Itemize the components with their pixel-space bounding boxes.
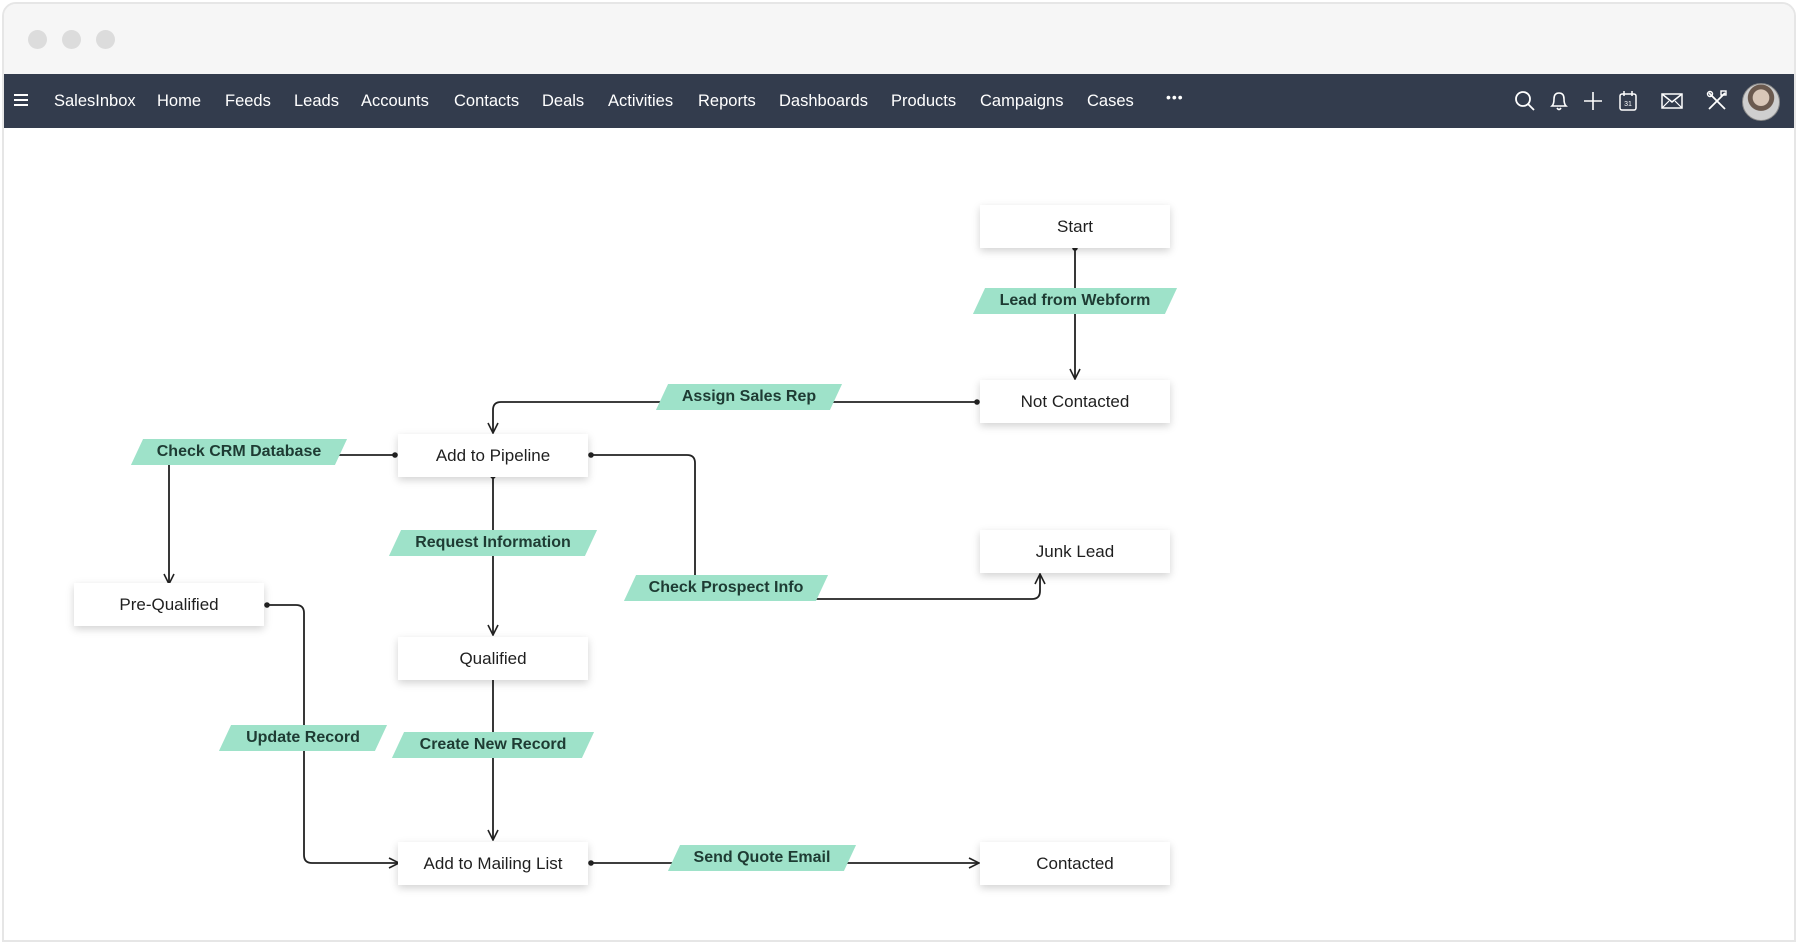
calendar-icon[interactable]: 31 <box>1615 88 1641 114</box>
nav-item-activities[interactable]: Activities <box>608 92 674 110</box>
state-add-to-pipeline[interactable]: Add to Pipeline <box>398 434 588 477</box>
transition-label: Assign Sales Rep <box>681 388 817 405</box>
nav-item-feeds[interactable]: Feeds <box>225 92 271 110</box>
top-navbar: SalesInbox Home Feeds Leads Accounts Con… <box>4 74 1794 128</box>
state-not-contacted[interactable]: Not Contacted <box>980 380 1170 423</box>
more-menu-button[interactable]: ••• <box>1166 89 1184 105</box>
state-qualified[interactable]: Qualified <box>398 637 588 680</box>
connector-lines <box>4 128 1794 942</box>
nav-item-campaigns[interactable]: Campaigns <box>980 92 1064 110</box>
nav-item-contacts[interactable]: Contacts <box>454 92 520 110</box>
transition-send-quote-email[interactable]: Send Quote Email <box>667 845 857 871</box>
mail-icon[interactable] <box>1659 88 1685 114</box>
state-junk-lead[interactable]: Junk Lead <box>980 530 1170 573</box>
transition-request-information[interactable]: Request Information <box>388 530 598 556</box>
nav-item-dashboards[interactable]: Dashboards <box>779 92 868 110</box>
calendar-day: 31 <box>1624 101 1632 108</box>
transition-check-prospect-info[interactable]: Check Prospect Info <box>623 575 829 601</box>
state-start[interactable]: Start <box>980 205 1170 248</box>
state-contacted[interactable]: Contacted <box>980 842 1170 885</box>
transition-update-record[interactable]: Update Record <box>218 725 388 751</box>
minimize-window-button[interactable] <box>62 30 81 49</box>
transition-label: Check CRM Database <box>156 443 322 460</box>
transition-check-crm-database[interactable]: Check CRM Database <box>130 439 348 465</box>
nav-item-cases[interactable]: Cases <box>1087 92 1134 110</box>
close-window-button[interactable] <box>28 30 47 49</box>
user-avatar[interactable] <box>1742 83 1780 121</box>
transition-create-new-record[interactable]: Create New Record <box>391 732 595 758</box>
plus-icon[interactable] <box>1580 88 1606 114</box>
bell-icon[interactable] <box>1546 88 1572 114</box>
nav-item-accounts[interactable]: Accounts <box>361 92 429 110</box>
transition-label: Send Quote Email <box>693 849 831 866</box>
nav-item-products[interactable]: Products <box>891 92 957 110</box>
transition-label: Update Record <box>246 729 360 746</box>
transition-label: Request Information <box>415 534 571 551</box>
connector-pipeline-to-pre-qualified <box>169 455 395 584</box>
window-titlebar <box>4 4 1794 74</box>
hamburger-icon[interactable] <box>14 94 28 108</box>
nav-item-salesinbox[interactable]: SalesInbox <box>54 92 136 110</box>
zoom-window-button[interactable] <box>96 30 115 49</box>
tools-icon[interactable] <box>1704 88 1730 114</box>
nav-item-home[interactable]: Home <box>157 92 202 110</box>
nav-item-reports[interactable]: Reports <box>698 92 756 110</box>
transition-label: Create New Record <box>419 736 567 753</box>
nav-item-leads[interactable]: Leads <box>294 92 339 110</box>
transition-assign-sales-rep[interactable]: Assign Sales Rep <box>655 384 843 410</box>
transition-lead-from-webform[interactable]: Lead from Webform <box>972 288 1178 314</box>
transition-label: Check Prospect Info <box>648 579 804 596</box>
transition-label: Lead from Webform <box>999 292 1151 309</box>
search-icon[interactable] <box>1512 88 1538 114</box>
blueprint-canvas: Start Not Contacted Add to Pipeline Junk… <box>4 128 1794 940</box>
connector-not-contacted-to-pipeline <box>493 402 977 433</box>
nav-item-deals[interactable]: Deals <box>542 92 585 110</box>
state-pre-qualified[interactable]: Pre-Qualified <box>74 583 264 626</box>
state-add-to-mailing-list[interactable]: Add to Mailing List <box>398 842 588 885</box>
